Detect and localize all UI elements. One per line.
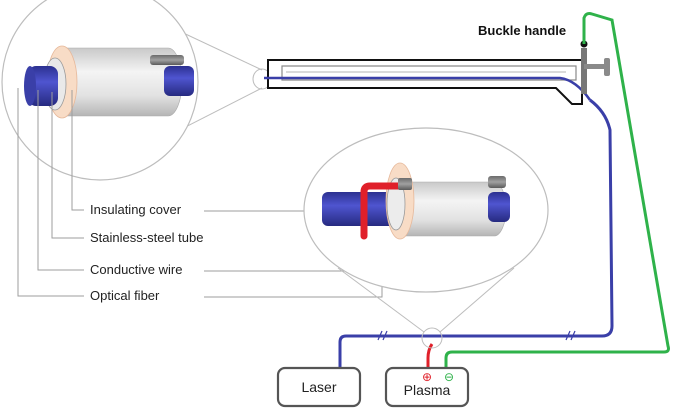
conductive-wire-label: Conductive wire	[90, 262, 183, 277]
ground-wire	[444, 12, 670, 370]
fiber-cable	[338, 98, 614, 370]
probe-body	[264, 59, 592, 105]
zoom-bubble-tip-section	[1, 0, 199, 181]
plus-terminal-icon: ⊕	[422, 370, 432, 384]
cable-break-marks	[377, 330, 576, 341]
zoom-bubble-junction	[303, 127, 549, 293]
laser-device: Laser	[276, 366, 362, 408]
optical-fiber-label: Optical fiber	[90, 288, 160, 303]
buckle-handle	[580, 40, 610, 94]
junction-magnifier	[337, 267, 515, 349]
plasma-label: Plasma	[404, 382, 451, 398]
insulating-cover-label: Insulating cover	[90, 202, 182, 217]
plasma-device: Plasma ⊕ ⊖	[384, 366, 470, 408]
minus-terminal-icon: ⊖	[444, 370, 454, 384]
stainless-steel-tube-label: Stainless-steel tube	[90, 230, 203, 245]
conductive-wire-cable	[426, 343, 434, 372]
laser-label: Laser	[301, 379, 336, 395]
buckle-handle-label: Buckle handle	[478, 23, 566, 38]
